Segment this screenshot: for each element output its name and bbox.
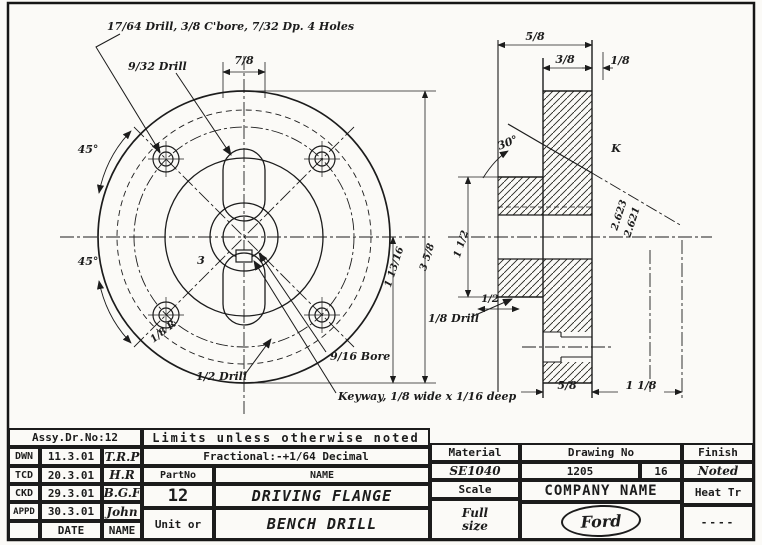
empty-cell (8, 521, 40, 540)
fractional-note: Fractional:-+1/64 Decimal (142, 447, 430, 466)
role-dwn: DWN (8, 447, 40, 466)
finish-header: Finish (682, 443, 754, 462)
bolt-circle (133, 126, 355, 348)
scale-header: Scale (430, 480, 520, 499)
scale-value-line2: size (462, 518, 488, 533)
top-mid-dim-label: 3/8 (555, 53, 575, 66)
inner-circle (164, 157, 324, 317)
angle-arcs (97, 130, 132, 344)
role-appd: APPD (8, 502, 40, 521)
bottom-right-dim-label: 1 1/8 (626, 379, 657, 392)
assy-drawing-no: Assy.Dr.No:12 (8, 428, 142, 447)
dim-three-label: 3 (197, 254, 205, 267)
angle-lower-label: 45° (78, 255, 99, 268)
company-logo-cell: Ford (520, 502, 682, 540)
material-value: SE1040 (430, 462, 520, 480)
name-column-label: NAME (102, 521, 142, 540)
front-leaders (95, 33, 337, 394)
bottom-slot (222, 252, 266, 326)
date-appd: 30.3.01 (40, 502, 102, 521)
keyway-notch (235, 249, 253, 263)
bolt-hole-bottom-left (148, 297, 184, 333)
hub-circle (209, 202, 279, 272)
bolt-holes (148, 141, 340, 333)
heat-treatment-header: Heat Tr (682, 480, 754, 505)
name-tcd: H.R (102, 466, 142, 484)
top-slot (222, 148, 266, 222)
drill-18-label: 1/8 Drill (428, 312, 479, 325)
radius-note-label: 1/8 R (149, 319, 179, 346)
side-dimensions (458, 41, 683, 398)
date-column-label: DATE (40, 521, 102, 540)
scale-value: Full size (430, 499, 520, 540)
taper-line (482, 123, 683, 227)
name-ckd: B.G.F (102, 484, 142, 502)
taper-angle-label: 30° (496, 133, 520, 153)
bolt-hole-section (543, 331, 592, 363)
role-ckd: CKD (8, 484, 40, 502)
side-centerlines (448, 236, 712, 398)
scale-value-line1: Full (461, 505, 489, 520)
section-outline (497, 40, 593, 398)
material-header: Material (430, 443, 520, 462)
bolt-hole-bottom-right (304, 297, 340, 333)
keyway-note-label: Keyway, 1/8 wide x 1/16 deep (337, 390, 517, 403)
bore-note-label: 9/16 Bore (330, 350, 390, 363)
bolt-hole-top-right (304, 141, 340, 177)
name-dwn: T.R.P (102, 447, 142, 466)
ford-logo: Ford (560, 504, 642, 538)
drill-half-label: 1/2 Drill (196, 370, 247, 383)
date-tcd: 20.3.01 (40, 466, 102, 484)
holes-note-label: 17/64 Drill, 3/8 C'bore, 7/32 Dp. 4 Hole… (107, 20, 354, 33)
point-k-label: K (610, 142, 621, 155)
front-diameter-dimensions (248, 90, 436, 384)
sheet-border (6, 1, 756, 542)
heat-treatment-value: ---- (682, 505, 754, 540)
name-header: NAME (214, 466, 430, 484)
unit-header: Unit or (142, 508, 214, 540)
top-right-dim-label: 1/8 (610, 54, 630, 67)
drill-932-label: 9/32 Drill (128, 60, 187, 73)
name-appd: John (102, 502, 142, 521)
diameter-dim-label: 3 5/8 (418, 242, 437, 272)
angle-upper-label: 45° (78, 143, 99, 156)
role-tcd: TCD (8, 466, 40, 484)
top-outer-dim-label: 5/8 (525, 30, 545, 43)
company-name: COMPANY NAME (520, 480, 682, 502)
half-dim-label: 1/2 (481, 294, 499, 305)
unit-name: BENCH DRILL (214, 508, 430, 540)
front-view (60, 33, 436, 414)
part-no-header: PartNo (142, 466, 214, 484)
bolt-hole-top-left (148, 141, 184, 177)
drawing-no-header: Drawing No (520, 443, 682, 462)
limits-note: Limits unless otherwise noted (142, 428, 430, 447)
side-view (448, 40, 712, 398)
drawing-no-value: 1205 (520, 462, 640, 480)
part-name: DRIVING FLANGE (214, 484, 430, 508)
sheet-no-value: 16 (640, 462, 682, 480)
slot-width-dimension (222, 62, 266, 98)
date-ckd: 29.3.01 (40, 484, 102, 502)
slot-width-label: 7/8 (234, 54, 254, 67)
hidden-circle (116, 109, 372, 365)
date-dwn: 11.3.01 (40, 447, 102, 466)
section-hatching (498, 91, 592, 383)
part-no-value: 12 (142, 484, 214, 508)
finish-value: Noted (682, 462, 754, 480)
bottom-left-dim-label: 5/8 (557, 379, 577, 392)
